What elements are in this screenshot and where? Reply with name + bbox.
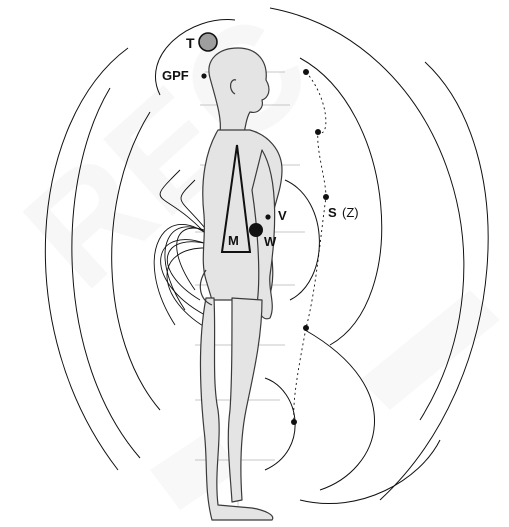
lower-arc-right: [305, 330, 375, 490]
energy-dot: [303, 69, 309, 75]
label-t: T: [186, 35, 195, 51]
label-s: S: [328, 205, 337, 220]
bottom-arc: [300, 440, 440, 504]
watermark-stroke-2: [150, 430, 240, 510]
gpf-marker: [201, 73, 206, 78]
v-marker: [265, 214, 270, 219]
energy-dot: [303, 325, 309, 331]
energy-dot: [323, 194, 329, 200]
label-w: W: [264, 234, 277, 249]
label-v: V: [278, 208, 287, 223]
label-z: (Z): [342, 205, 359, 220]
watermark-stroke: [360, 290, 500, 410]
energy-dot: [315, 129, 321, 135]
m-marker: [249, 223, 263, 237]
label-gpf: GPF: [162, 68, 189, 83]
lower-arc-right-2: [265, 378, 295, 470]
outer-arc-right-2: [380, 62, 488, 500]
label-m: M: [228, 233, 239, 248]
t-marker: [199, 33, 217, 51]
energy-dot: [291, 419, 297, 425]
inner-arc-right-2: [285, 180, 319, 300]
